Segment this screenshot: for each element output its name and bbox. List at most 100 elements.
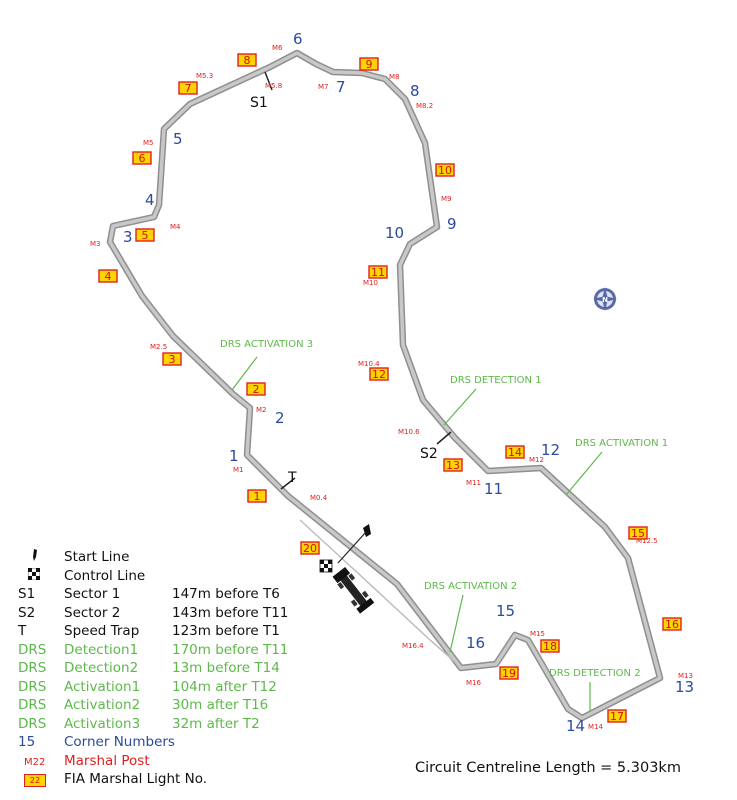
marshal-light-symbol: 22 [18, 771, 64, 788]
legend-row: DRS Detection1 170m before T11 [18, 641, 338, 660]
marshal-light-box [628, 526, 648, 540]
marshal-light-box [162, 352, 182, 366]
speed-trap-tick [280, 477, 296, 490]
marshal-light-number: 3 [169, 353, 176, 366]
legend-name: Detection1 [64, 641, 139, 658]
corner-number: 6 [293, 30, 303, 48]
marshal-light: 9 [359, 57, 379, 71]
circuit-length: Circuit Centreline Length = 5.303km [415, 760, 681, 776]
marshal-light-box [369, 367, 389, 381]
svg-text:N: N [602, 296, 608, 304]
legend-name: Sector 2 [64, 604, 121, 621]
marshal-light-number: 13 [446, 459, 460, 472]
marshal-post: M4 [170, 223, 181, 231]
marshal-light: 11 [368, 265, 388, 279]
legend-description: 32m after T2 [172, 715, 260, 732]
marshal-post: M16 [466, 679, 481, 687]
marshal-light-number: 5 [142, 229, 149, 242]
marshal-light-box [662, 617, 682, 631]
legend-name: Activation2 [64, 697, 141, 714]
marshal-light: 20 [300, 541, 320, 555]
legend-description: 30m after T16 [172, 697, 269, 714]
drs-label: DRS ACTIVATION 1 [575, 438, 668, 449]
marshal-post: M12 [529, 456, 544, 464]
marshal-light-number: 17 [610, 710, 624, 723]
pit-lane [299, 519, 456, 663]
marshal-post: M7 [318, 83, 329, 91]
marshal-light: 18 [540, 639, 560, 653]
legend-row: DRS Activation2 30m after T16 [18, 696, 338, 715]
legend-description: 170m before T11 [172, 641, 289, 658]
corner-number: 16 [466, 634, 485, 652]
corner-number: 4 [145, 191, 155, 209]
corner-number: 8 [410, 82, 420, 100]
corner-number: 9 [447, 215, 457, 233]
marshal-post: M2 [256, 406, 267, 414]
marshal-light-number: 12 [372, 368, 386, 381]
legend-description: 147m before T6 [172, 586, 280, 603]
marshal-post: M16.4 [402, 642, 424, 650]
marshal-light-box [359, 57, 379, 71]
north-compass-icon: N [593, 287, 617, 311]
legend-description: 143m before T11 [172, 604, 289, 621]
marshal-light-box [178, 81, 198, 95]
legend-symbol: 15 [18, 734, 36, 751]
marshal-post: M5.3 [196, 72, 213, 80]
legend-symbol: DRS [18, 641, 47, 658]
marshal-post: M9 [441, 195, 452, 203]
marshal-light: 3 [162, 352, 182, 366]
legend-symbol: S2 [18, 604, 36, 621]
marshal-light-number: 20 [303, 542, 317, 555]
legend-name: Corner Numbers [64, 734, 175, 751]
corner-number: 13 [675, 678, 694, 696]
marshal-post: M14 [588, 723, 603, 731]
legend-symbol: DRS [18, 697, 47, 714]
drs-labels: DRS ACTIVATION 3 DRS DETECTION 1 DRS ACTIV… [220, 339, 668, 679]
marshal-post-symbol: M22 [24, 756, 46, 768]
corner-number: 11 [484, 480, 503, 498]
marshal-post: M5.8 [265, 82, 282, 90]
marshal-light-number: 10 [438, 164, 452, 177]
marshal-post: M3 [90, 240, 101, 248]
legend-description: 104m after T12 [172, 678, 277, 695]
start-line-leader [337, 531, 367, 564]
marshal-light-box [247, 489, 267, 503]
marshal-light-box [237, 53, 257, 67]
corner-number: 12 [541, 441, 560, 459]
marshal-post: M10 [363, 279, 378, 287]
sector-2-tick [436, 431, 452, 445]
corner-number: 2 [275, 409, 285, 427]
sector-label: T [287, 470, 297, 486]
legend-row: Start Line [18, 548, 338, 567]
marshal-post: M6 [272, 44, 283, 52]
legend-description: 13m before T14 [172, 660, 280, 677]
marshal-light-number: 2 [253, 383, 260, 396]
marshal-post: M8.2 [416, 102, 433, 110]
marshal-light-number: 7 [185, 82, 192, 95]
marshal-light-box [300, 541, 320, 555]
drs-label: DRS ACTIVATION 3 [220, 339, 313, 350]
corner-number: 7 [336, 78, 346, 96]
marshal-light: 12 [369, 367, 389, 381]
marshal-light-number: 8 [244, 54, 251, 67]
legend-name: Marshal Post [64, 752, 150, 769]
marshal-light: 6 [132, 151, 152, 165]
marshal-light-number: 16 [665, 618, 679, 631]
marshal-light-number: 9 [366, 58, 373, 71]
legend-name: Start Line [64, 549, 130, 566]
drs-label: DRS DETECTION 1 [450, 375, 542, 386]
corner-number: 15 [496, 602, 515, 620]
marshal-light-box [540, 639, 560, 653]
marshal-post: M5 [143, 139, 154, 147]
sector-label: S2 [420, 446, 438, 462]
corner-number: 10 [385, 224, 404, 242]
marshal-light: 2 [246, 382, 266, 396]
race-car-icon [332, 566, 375, 614]
